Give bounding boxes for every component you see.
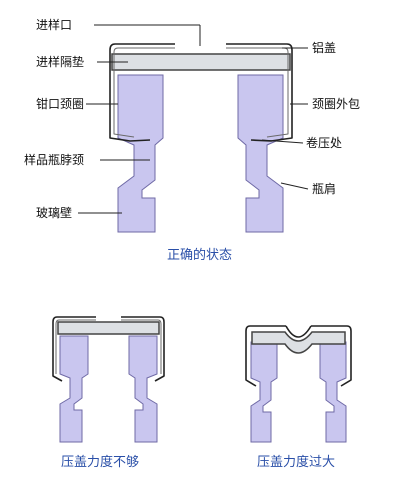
glass-wall-left [250, 341, 278, 443]
caption-under: 压盖力度不够 [61, 454, 139, 470]
glass-wall-right [319, 341, 347, 443]
glass-wall-left [117, 74, 164, 233]
label-collar: 钳口颈圈 [36, 97, 84, 111]
aluminum-cap-inner [55, 319, 96, 374]
vial-over-crimped: 压盖力度过大 [245, 325, 352, 470]
leader-shoulder [280, 182, 309, 190]
glass-wall-left [59, 335, 89, 443]
vial-under-crimped: 压盖力度不够 [52, 316, 165, 470]
aluminum-cap-dimple [285, 325, 312, 338]
aluminum-cap-outer-right [311, 325, 352, 387]
aluminum-cap-outer-right [121, 316, 165, 382]
label-wall: 玻璃壁 [36, 205, 72, 220]
label-collar-wrap: 颈圈外包 [312, 97, 360, 111]
aluminum-cap-outer [245, 325, 286, 387]
aluminum-cap-inner [113, 47, 175, 138]
vial-correct: 进样口 进样隔垫 钳口颈圈 样品瓶脖颈 玻璃壁 铝盖 颈圈外包 卷压处 瓶肩 正… [24, 17, 360, 263]
aluminum-cap-outer [109, 43, 175, 142]
septum-deformed [251, 331, 346, 354]
glass-wall-right [128, 335, 158, 443]
septum [57, 321, 160, 335]
aluminum-cap-outer [52, 316, 96, 382]
septum [111, 53, 291, 71]
aluminum-cap-outer-right [226, 43, 293, 142]
label-septum: 进样隔垫 [36, 54, 84, 69]
leader-crimp [261, 139, 304, 144]
label-neck: 样品瓶脖颈 [24, 152, 84, 167]
caption-correct: 正确的状态 [167, 247, 232, 263]
label-crimp: 卷压处 [306, 135, 342, 150]
label-cap: 铝盖 [312, 40, 336, 55]
caption-over: 压盖力度过大 [257, 454, 335, 470]
label-shoulder: 瓶肩 [312, 181, 336, 196]
aluminum-cap-inner-right [121, 319, 162, 374]
glass-wall-right [237, 74, 284, 233]
label-inlet: 进样口 [36, 17, 72, 32]
